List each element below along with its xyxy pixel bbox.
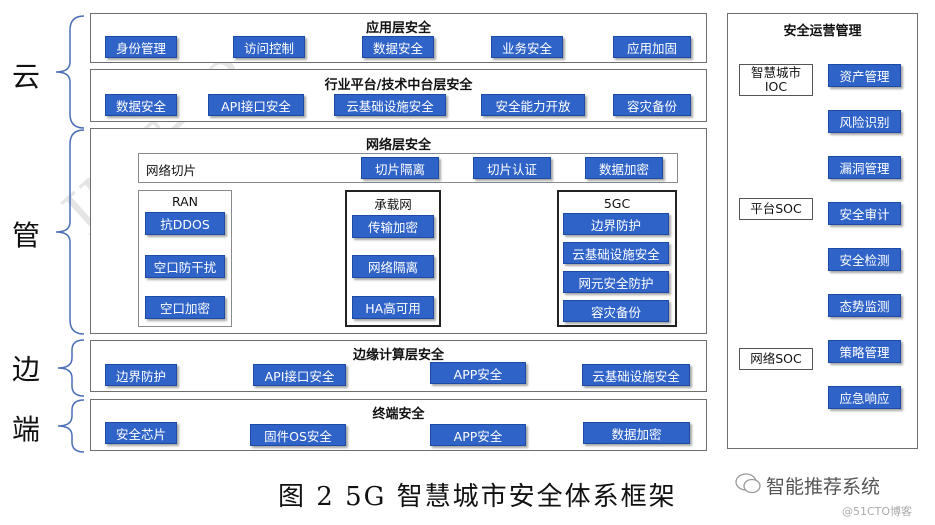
brace-cloud [55,15,85,129]
ops-item: 应急响应 [828,386,901,409]
app-item: 应用加固 [613,36,691,58]
wechat-icon [735,472,761,498]
edge-item: API接口安全 [253,364,346,386]
ops-item: 风险识别 [828,110,901,133]
slicing-item: 切片认证 [473,157,551,179]
core-item: 容灾备份 [563,300,669,322]
bearer-title: 承载网 [374,197,412,212]
ops-item: 策略管理 [828,340,901,363]
edge-item: 边界防护 [105,364,177,386]
network-layer-title: 网络层安全 [365,138,431,153]
bearer-item: 传输加密 [352,215,434,238]
app-item: 数据安全 [362,36,434,58]
core-5gc-title: 5GC [603,196,631,211]
slicing-item: 数据加密 [585,157,663,179]
ran-title: RAN [171,194,199,209]
app-item: 访问控制 [233,36,305,58]
terminal-item: 固件OS安全 [250,424,346,446]
core-item: 边界防护 [563,213,669,235]
terminal-item: APP安全 [430,424,526,446]
brand-name: 智能推荐系统 [766,476,881,498]
platform-item: 容灾备份 [613,94,691,116]
ops-network-soc: 网络SOC [739,348,813,370]
figure-caption: 图 2 5G 智慧城市安全体系框架 [278,482,677,512]
edge-item: 云基础设施安全 [582,364,690,386]
ops-item: 态势监测 [828,294,901,317]
edge-item: APP安全 [430,362,526,384]
ran-item: 空口加密 [145,296,225,319]
platform-item: API接口安全 [208,94,304,116]
terminal-item: 安全芯片 [105,422,177,444]
brand-blog: @51CTO博客 [842,505,913,518]
brace-pipe [55,129,85,335]
ops-item: 漏洞管理 [828,156,901,179]
terminal-item: 数据加密 [583,422,690,444]
brace-edge [57,339,85,397]
bearer-item: 网络隔离 [352,255,434,278]
ran-item: 抗DDOS [145,212,225,235]
app-item: 身份管理 [105,36,177,58]
platform-item: 安全能力开放 [481,94,585,116]
edge-layer-title: 边缘计算层安全 [352,348,444,363]
ops-ioc: 智慧城市 IOC [739,64,813,96]
side-label-pipe: 管 [12,219,41,252]
network-slicing-label: 网络切片 [146,163,197,178]
slicing-item: 切片隔离 [361,157,439,179]
bearer-item: HA高可用 [352,296,434,319]
ops-item: 安全审计 [828,202,901,225]
side-label-terminal: 端 [12,413,41,446]
app-item: 业务安全 [491,36,563,58]
core-item: 云基础设施安全 [563,242,669,264]
app-layer-title: 应用层安全 [365,21,431,36]
platform-item: 云基础设施安全 [334,94,446,116]
core-item: 网元安全防护 [563,271,669,293]
ops-item: 资产管理 [828,64,901,87]
platform-item: 数据安全 [105,94,177,116]
ran-item: 空口防干扰 [145,255,225,278]
platform-layer-title: 行业平台/技术中台层安全 [324,78,473,93]
brace-terminal [57,399,85,453]
ops-item: 安全检测 [828,248,901,271]
ops-platform-soc: 平台SOC [739,198,813,220]
terminal-layer-title: 终端安全 [372,407,425,422]
side-label-cloud: 云 [12,60,41,93]
security-ops-title: 安全运营管理 [783,24,862,39]
side-label-edge: 边 [12,353,41,386]
